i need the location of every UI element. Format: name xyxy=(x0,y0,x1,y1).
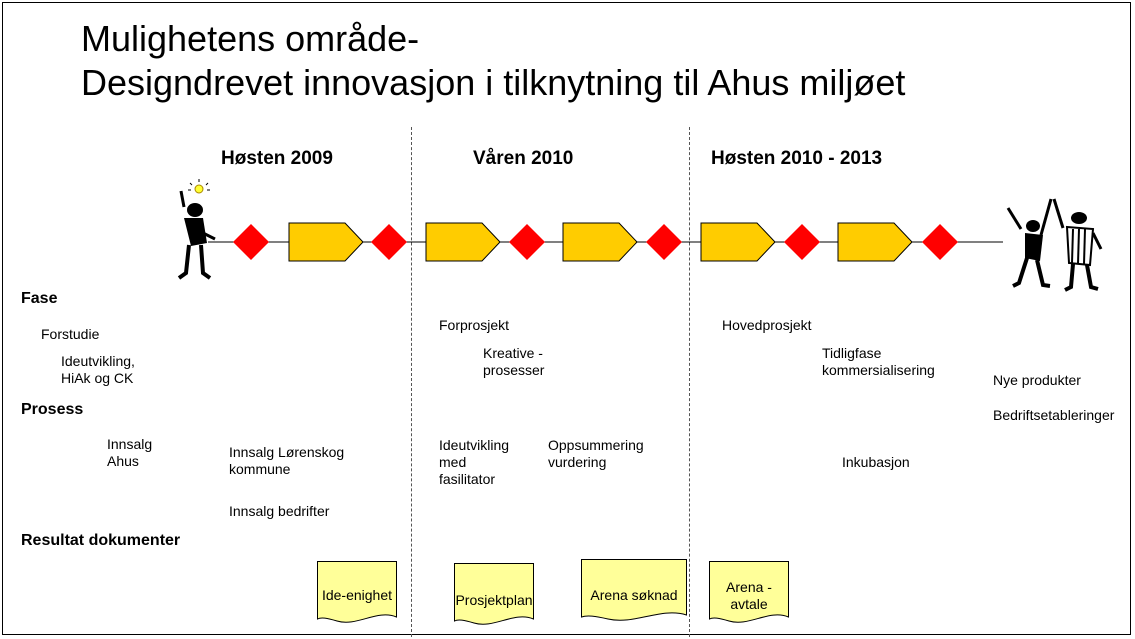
phase-chevron-2 xyxy=(425,222,501,262)
text-innsalg-lorenskog-line-1: Innsalg Lørenskog xyxy=(229,444,345,460)
milestone-diamond-2 xyxy=(371,224,407,260)
document-label-arena-avtale-1: Arena - xyxy=(726,579,772,595)
text-oppsummering-line-1: Oppsummering xyxy=(548,437,644,453)
text-innsalg-lorenskog: Innsalg Lørenskog kommune xyxy=(229,444,344,478)
text-ideutvikling-hiak: Ideutvikling, HiAk og CK xyxy=(61,353,135,387)
text-tidligfase-line-2: kommersialisering xyxy=(822,362,935,378)
text-innsalg-lorenskog-line-2: kommune xyxy=(229,461,291,477)
period-header-autumn-2009: Høsten 2009 xyxy=(221,148,333,169)
lightbulb-icon xyxy=(188,179,210,194)
row-label-prosess: Prosess xyxy=(21,401,84,418)
text-bedriftsetableringer: Bedriftsetableringer xyxy=(993,407,1115,423)
text-oppsummering-vurdering: Oppsummering vurdering xyxy=(548,437,644,471)
document-ide-enighet: Ide-enighet xyxy=(317,561,397,625)
text-inkubasjon: Inkubasjon xyxy=(842,454,910,470)
text-kreative-line-1: Kreative - xyxy=(483,345,543,361)
text-innsalg-ahus: Innsalg Ahus xyxy=(107,436,152,470)
text-kreative-prosesser: Kreative - prosesser xyxy=(483,345,544,379)
document-prosjektplan: Prosjektplan xyxy=(454,563,534,627)
text-forstudie: Forstudie xyxy=(41,326,100,342)
period-header-spring-2010: Våren 2010 xyxy=(473,148,574,169)
text-nye-produkter: Nye produkter xyxy=(993,372,1081,388)
row-label-resultat-dokumenter: Resultat dokumenter xyxy=(21,532,181,549)
text-kreative-line-2: prosesser xyxy=(483,362,545,378)
milestone-diamond-5 xyxy=(784,224,820,260)
text-forprosjekt: Forprosjekt xyxy=(439,317,510,333)
phase-chevron-5 xyxy=(837,222,913,262)
text-hovedprosjekt: Hovedprosjekt xyxy=(722,317,812,333)
text-ideutvikling-hiak-line-1: Ideutvikling, xyxy=(61,353,135,369)
idea-person-icon xyxy=(177,179,216,280)
text-tidligfase-kommersialisering: Tidligfase kommersialisering xyxy=(822,345,935,379)
document-label-ide-enighet: Ide-enighet xyxy=(321,587,393,603)
milestone-diamond-1 xyxy=(233,224,269,260)
document-label-arena-soknad: Arena søknad xyxy=(590,587,678,603)
phase-chevron-1 xyxy=(288,222,364,262)
milestone-diamond-4 xyxy=(646,224,682,260)
text-ideutvikling-fasilitator-line-1: Ideutvikling xyxy=(439,437,510,453)
process-flow xyxy=(177,179,1103,292)
text-innsalg-ahus-line-1: Innsalg xyxy=(107,436,153,452)
text-ideutvikling-fasilitator-line-3: fasilitator xyxy=(439,471,496,487)
text-ideutvikling-hiak-line-2: HiAk og CK xyxy=(61,370,134,386)
text-tidligfase-line-1: Tidligfase xyxy=(822,345,882,361)
milestone-diamond-6 xyxy=(922,224,958,260)
phase-chevron-3 xyxy=(562,222,638,262)
title-line-1: Mulighetens område- xyxy=(81,18,420,59)
period-divider-1 xyxy=(411,127,412,637)
celebrating-people-icon xyxy=(1006,198,1103,292)
milestone-diamond-3 xyxy=(509,224,545,260)
text-innsalg-bedrifter: Innsalg bedrifter xyxy=(229,503,330,519)
row-label-fase: Fase xyxy=(21,290,58,307)
text-ideutvikling-fasilitator: Ideutvikling med fasilitator xyxy=(439,437,509,488)
slide-title: Mulighetens område- Designdrevet innovas… xyxy=(81,17,905,105)
phase-chevron-4 xyxy=(700,222,776,262)
title-line-2: Designdrevet innovasjon i tilknytning ti… xyxy=(81,62,906,103)
document-label-prosjektplan: Prosjektplan xyxy=(455,592,533,608)
period-header-autumn-2010-2013: Høsten 2010 - 2013 xyxy=(711,148,883,169)
document-label-arena-avtale-2: avtale xyxy=(730,596,768,612)
text-innsalg-ahus-line-2: Ahus xyxy=(107,453,139,469)
period-divider-2 xyxy=(689,127,690,637)
document-arena-soknad: Arena søknad xyxy=(581,559,687,623)
text-oppsummering-line-2: vurdering xyxy=(548,454,607,470)
text-ideutvikling-fasilitator-line-2: med xyxy=(439,454,467,470)
document-arena-avtale: Arena - avtale xyxy=(709,561,789,625)
